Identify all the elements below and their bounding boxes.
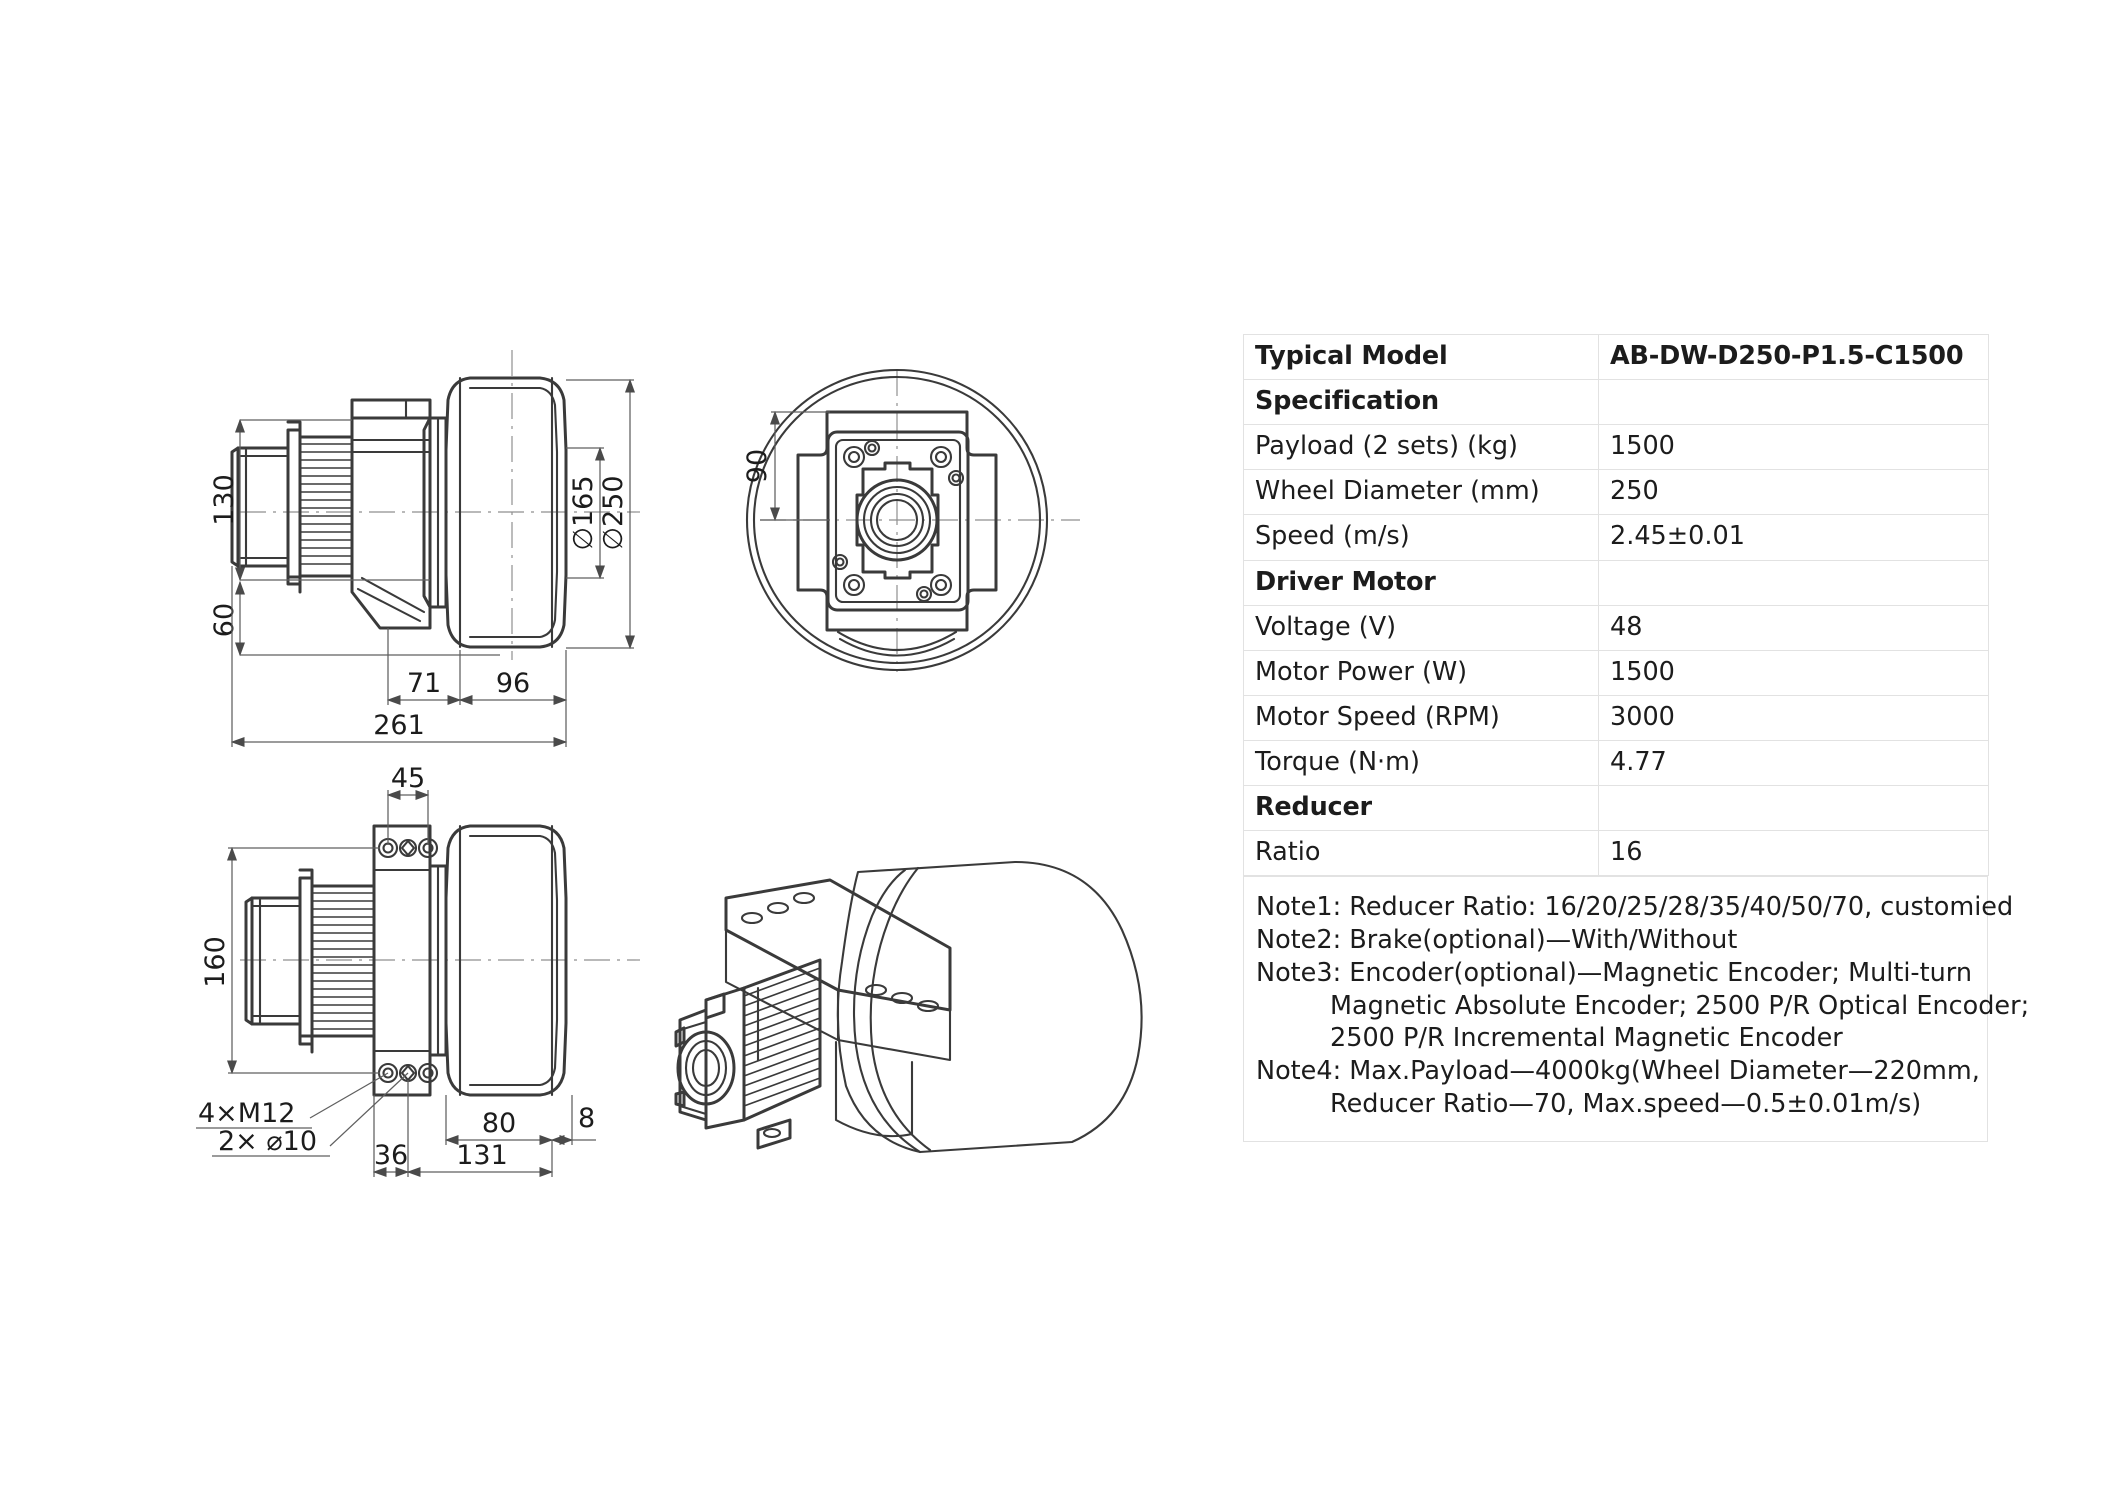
spec-row: Torque (N·m)4.77 bbox=[1243, 739, 1989, 787]
spec-value: 4.77 bbox=[1598, 739, 1989, 787]
spec-label: Ratio bbox=[1243, 830, 1599, 877]
spec-row: Reducer bbox=[1243, 785, 1989, 832]
spec-value bbox=[1598, 379, 1989, 426]
note-line: 2500 P/R Incremental Magnetic Encoder bbox=[1330, 1023, 1843, 1054]
dim-dia-165: ∅165 bbox=[568, 475, 599, 550]
spec-label: Wheel Diameter (mm) bbox=[1243, 469, 1599, 516]
dim-80: 80 bbox=[482, 1108, 516, 1139]
front-view: 90 bbox=[742, 368, 1080, 672]
spec-value: 1500 bbox=[1598, 649, 1989, 696]
spec-row: Motor Power (W)1500 bbox=[1243, 649, 1989, 696]
spec-label: Reducer bbox=[1243, 785, 1599, 832]
dim-60: 60 bbox=[209, 603, 240, 637]
dim-8: 8 bbox=[578, 1103, 595, 1134]
dim-131: 131 bbox=[456, 1140, 508, 1171]
spec-row: Speed (m/s)2.45±0.01 bbox=[1243, 514, 1989, 561]
spec-label: Speed (m/s) bbox=[1243, 514, 1599, 561]
spec-row: Motor Speed (RPM)3000 bbox=[1243, 694, 1989, 741]
callout-4xm12: 4×M12 bbox=[198, 1098, 295, 1129]
spec-value bbox=[1598, 785, 1989, 832]
spec-label: Specification bbox=[1243, 379, 1599, 426]
note-line: Note2: Brake(optional)—With/Without bbox=[1256, 925, 1738, 956]
notes-block: Note1: Reducer Ratio: 16/20/25/28/35/40/… bbox=[1243, 876, 2030, 1142]
spec-value: 48 bbox=[1598, 604, 1989, 651]
spec-label: Motor Power (W) bbox=[1243, 649, 1599, 696]
spec-row: Specification bbox=[1243, 379, 1989, 426]
dim-36: 36 bbox=[374, 1140, 408, 1171]
spec-row: Driver Motor bbox=[1243, 559, 1989, 606]
dim-71: 71 bbox=[407, 668, 441, 699]
bolt-group bbox=[831, 439, 965, 603]
spec-value: AB-DW-D250-P1.5-C1500 bbox=[1598, 333, 1989, 381]
spec-label: Driver Motor bbox=[1243, 559, 1599, 606]
spec-value: 250 bbox=[1598, 469, 1989, 516]
dim-261: 261 bbox=[373, 710, 425, 741]
spec-value: 3000 bbox=[1598, 694, 1989, 741]
spec-value: 1500 bbox=[1598, 424, 1989, 471]
side-view-bottom: 45 160 4×M12 2× ⌀10 36 131 bbox=[196, 763, 640, 1177]
dim-45: 45 bbox=[391, 763, 425, 794]
spec-value: 2.45±0.01 bbox=[1598, 514, 1989, 561]
spec-value bbox=[1598, 559, 1989, 606]
callout-2xdia10: 2× ⌀10 bbox=[218, 1126, 317, 1157]
dim-dia-250: ∅250 bbox=[598, 475, 629, 550]
spec-label: Payload (2 sets) (kg) bbox=[1243, 424, 1599, 471]
spec-row: Payload (2 sets) (kg)1500 bbox=[1243, 424, 1989, 471]
spec-row: Voltage (V)48 bbox=[1243, 604, 1989, 651]
drawings-svg: .ln { fill:none; stroke:#3a3a3a; stroke-… bbox=[196, 350, 1143, 1177]
spec-label: Torque (N·m) bbox=[1243, 739, 1599, 787]
note-line: Note4: Max.Payload—4000kg(Wheel Diameter… bbox=[1256, 1056, 1980, 1087]
spec-value: 16 bbox=[1598, 830, 1989, 877]
note-line: Magnetic Absolute Encoder; 2500 P/R Opti… bbox=[1330, 990, 2030, 1021]
spec-row: Wheel Diameter (mm)250 bbox=[1243, 469, 1989, 516]
dim-90: 90 bbox=[742, 449, 773, 483]
spec-label: Typical Model bbox=[1243, 333, 1599, 381]
technical-drawings-area: .ln { fill:none; stroke:#3a3a3a; stroke-… bbox=[196, 350, 1143, 1177]
spec-label: Motor Speed (RPM) bbox=[1243, 694, 1599, 741]
spec-label: Voltage (V) bbox=[1243, 604, 1599, 651]
bracket-bolt-group bbox=[377, 837, 439, 1084]
dim-130: 130 bbox=[209, 474, 240, 526]
note-line: Reducer Ratio—70, Max.speed—0.5±0.01m/s) bbox=[1330, 1088, 1922, 1119]
iso-view bbox=[674, 860, 1143, 1154]
side-view-top: 130 60 71 96 261 ∅165 bbox=[209, 350, 640, 747]
note-line: Note1: Reducer Ratio: 16/20/25/28/35/40/… bbox=[1256, 892, 2014, 923]
note-line: Note3: Encoder(optional)—Magnetic Encode… bbox=[1256, 957, 1972, 988]
dim-160: 160 bbox=[200, 936, 231, 988]
dim-96: 96 bbox=[496, 668, 530, 699]
